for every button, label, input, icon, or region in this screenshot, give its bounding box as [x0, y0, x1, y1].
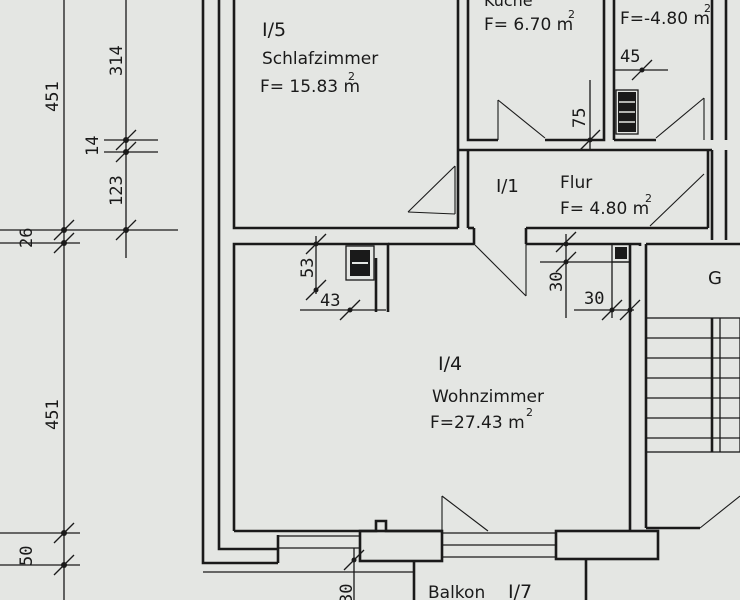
living-number: I/4	[438, 353, 462, 375]
dim-314: 314	[107, 45, 127, 76]
dim-53: 53	[298, 258, 318, 278]
hall-area: F= 4.80 m	[560, 199, 649, 219]
bedroom-area: F= 15.83 m	[260, 77, 360, 97]
door-bedroom	[407, 165, 456, 215]
dim-30-vertical: 30	[547, 272, 567, 292]
shaft-living-right: 30 30	[540, 231, 641, 321]
bath-area: F=-4.80 m	[620, 9, 710, 29]
bath-area-sup: 2	[704, 2, 711, 15]
dim-123: 123	[107, 175, 127, 206]
dim-451-bottom: 451	[43, 399, 63, 430]
dim-75: 75	[570, 108, 590, 128]
hall-name: Flur	[560, 173, 592, 193]
balcony-number: I/7	[508, 581, 532, 600]
bedroom-number: I/5	[262, 19, 286, 41]
dim-30-bottom: 30	[337, 584, 357, 600]
hall-number: I/1	[496, 176, 519, 197]
bedroom-area-sup: 2	[348, 70, 355, 83]
living-area-sup: 2	[526, 406, 533, 419]
room-balcony: Balkon I/7 30	[203, 548, 588, 600]
balcony-name: Balkon	[428, 583, 485, 600]
exterior-wall	[201, 0, 660, 565]
dim-30-horizontal: 30	[584, 289, 604, 309]
kitchen-area: F= 6.70 m	[484, 15, 573, 35]
room-hall: I/1 Flur F= 4.80 m 2	[466, 150, 710, 230]
dimension-chain-left	[0, 0, 178, 600]
room-living: I/4 Wohnzimmer F=27.43 m 2	[232, 228, 642, 533]
living-name: Wohnzimmer	[432, 387, 544, 407]
living-area: F=27.43 m	[430, 413, 525, 433]
stair-label: G	[708, 268, 722, 289]
room-bath: F=-4.80 m 2 45	[604, 0, 714, 152]
hall-area-sup: 2	[645, 192, 652, 205]
dim-50: 50	[17, 546, 37, 566]
dim-14: 14	[83, 136, 103, 156]
room-kitchen: Küche F= 6.70 m 2 75	[458, 0, 606, 152]
dim-43: 43	[320, 291, 340, 311]
room-bedroom: I/5 Schlafzimmer F= 15.83 m 2	[232, 0, 460, 230]
right-edge-walls	[710, 0, 728, 240]
dimension-chain-inner	[104, 0, 158, 258]
dim-451-top: 451	[43, 81, 63, 112]
kitchen-name: Küche	[484, 0, 533, 10]
bedroom-name: Schlafzimmer	[262, 49, 378, 69]
shaft-living-left: 53 43	[298, 233, 386, 321]
kitchen-area-sup: 2	[568, 8, 575, 21]
staircase: G	[644, 242, 740, 530]
dim-26: 26	[17, 228, 37, 248]
dim-45: 45	[620, 47, 640, 67]
